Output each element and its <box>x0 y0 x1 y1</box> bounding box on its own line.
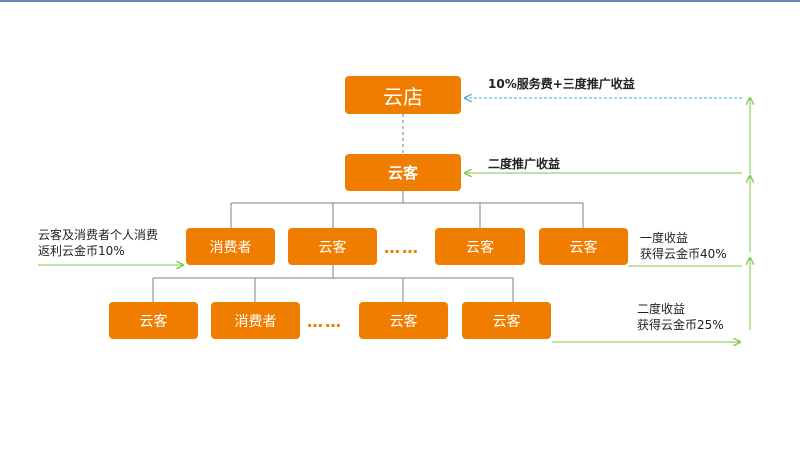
level3-node-cloud-guest-3: 云客 <box>462 302 551 339</box>
level2-ellipsis: …… <box>384 238 420 257</box>
rebate-label-line1: 云客及消费者个人消费 <box>38 228 159 242</box>
level3-node-cloud-guest-2: 云客 <box>359 302 448 339</box>
level1-income-label: 二度推广收益 <box>488 157 561 171</box>
level3-node-consumer: 消费者 <box>211 302 300 339</box>
second-degree-label-line2: 获得云金币25% <box>637 318 724 332</box>
rebate-label-line2: 返利云金币10% <box>38 244 125 258</box>
level2-node-cloud-guest-3: 云客 <box>539 228 628 265</box>
level2-node-cloud-guest-1: 云客 <box>288 228 377 265</box>
level3-node-cloud-guest-1: 云客 <box>109 302 198 339</box>
level3-ellipsis: …… <box>307 312 343 331</box>
first-degree-label-line1: 一度收益 <box>640 231 689 245</box>
level2-node-consumer: 消费者 <box>186 228 275 265</box>
level1-node-cloud-guest: 云客 <box>345 154 461 191</box>
first-degree-label-line2: 获得云金币40% <box>640 247 727 261</box>
root-income-label: 10%服务费+三度推广收益 <box>488 77 635 91</box>
level2-node-cloud-guest-2: 云客 <box>435 228 525 265</box>
top-border-line <box>0 0 800 2</box>
second-degree-label-line1: 二度收益 <box>637 302 686 316</box>
root-node-cloud-store: 云店 <box>345 76 461 114</box>
